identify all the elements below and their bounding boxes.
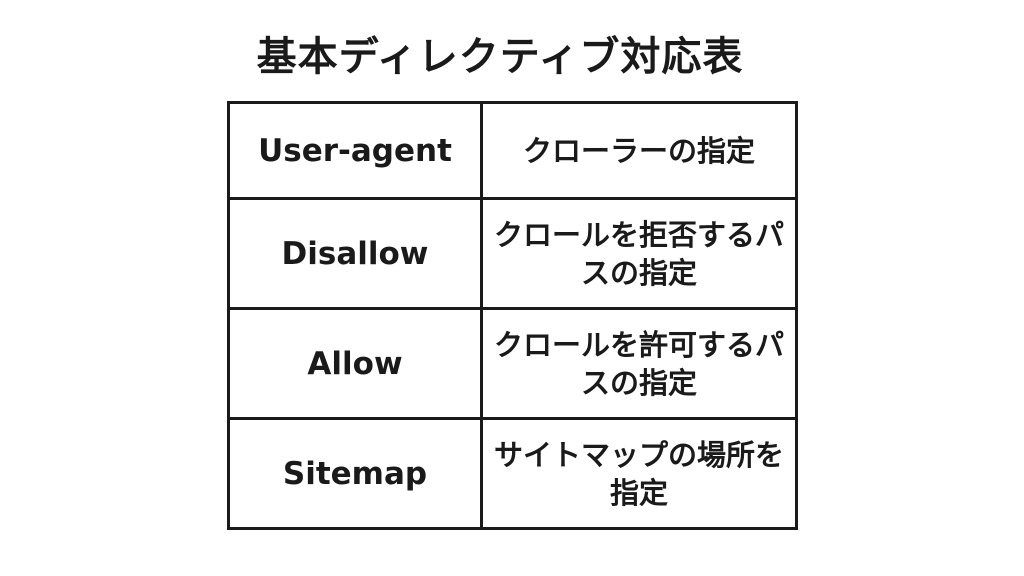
directive-cell: Disallow bbox=[227, 197, 483, 310]
directive-cell: Allow bbox=[227, 307, 483, 420]
page-title: 基本ディレクティブ対応表 bbox=[256, 34, 744, 80]
directive-table: User-agent クローラーの指定 Disallow クロールを拒否するパス… bbox=[227, 101, 798, 530]
description-cell: クローラーの指定 bbox=[480, 101, 798, 200]
table-row: Sitemap サイトマップの場所を指定 bbox=[227, 417, 798, 530]
table-row: Allow クロールを許可するパスの指定 bbox=[227, 307, 798, 420]
table-row: User-agent クローラーの指定 bbox=[227, 101, 798, 200]
description-cell: クロールを拒否するパスの指定 bbox=[480, 197, 798, 310]
directive-cell: Sitemap bbox=[227, 417, 483, 530]
description-cell: サイトマップの場所を指定 bbox=[480, 417, 798, 530]
table-row: Disallow クロールを拒否するパスの指定 bbox=[227, 197, 798, 310]
description-cell: クロールを許可するパスの指定 bbox=[480, 307, 798, 420]
directive-cell: User-agent bbox=[227, 101, 483, 200]
